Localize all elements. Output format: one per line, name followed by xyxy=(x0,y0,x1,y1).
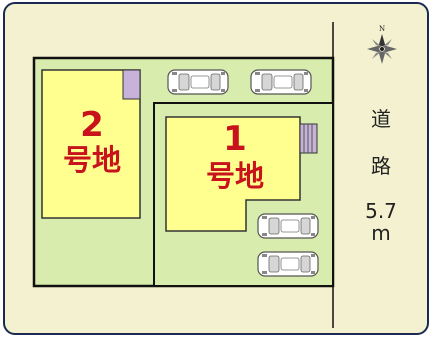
lot-1-area xyxy=(165,116,301,232)
car-icon xyxy=(257,251,319,277)
lot-1-label: 号地 xyxy=(205,159,264,193)
car-icon xyxy=(257,213,319,239)
car-icon xyxy=(167,69,229,95)
lot-2-number: 2 xyxy=(80,105,104,145)
road-width-unit: m xyxy=(371,221,391,245)
road-label-char2: 路 xyxy=(371,154,391,178)
car-icon xyxy=(250,69,312,95)
compass-rose-icon: N xyxy=(367,25,397,64)
lot-2-structure xyxy=(122,69,141,100)
road-width-value: 5.7 xyxy=(365,199,397,223)
lot-2-label: 号地 xyxy=(62,143,121,177)
road-label-char1: 道 xyxy=(371,107,391,131)
north-label: N xyxy=(379,25,385,33)
lot-1-number: 1 xyxy=(223,119,247,159)
